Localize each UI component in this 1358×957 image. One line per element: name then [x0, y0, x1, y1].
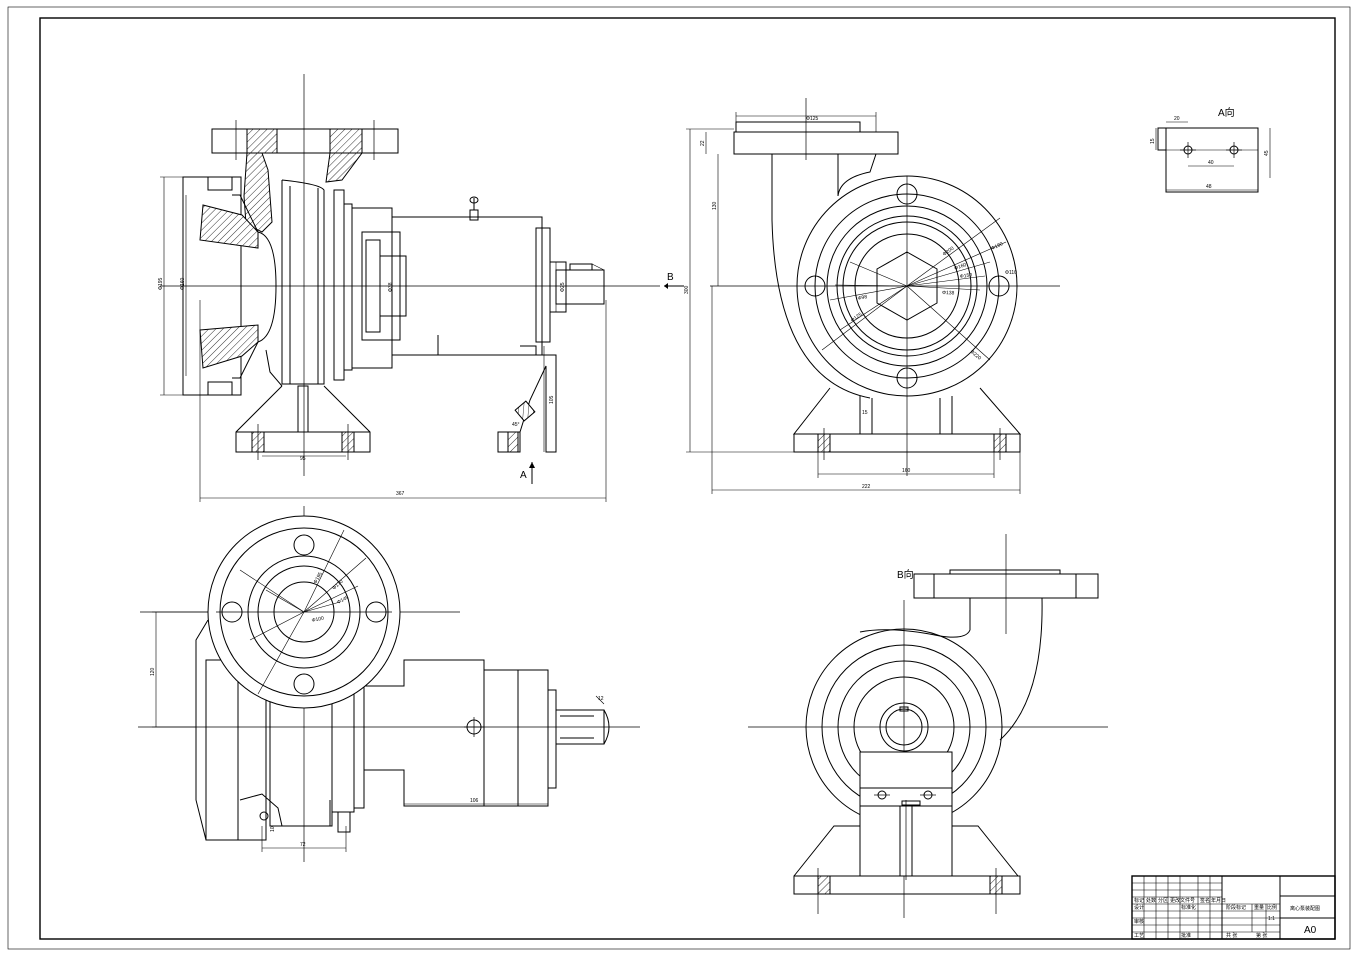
tb-drawing-name: 离心泵装配图	[1290, 905, 1320, 912]
dim-side-height: 300	[684, 285, 690, 294]
dim-bracket-angle: 45°	[512, 422, 520, 428]
tb-row2-0: 审核	[1134, 918, 1144, 925]
tb-row1-4: 阶段标记	[1226, 904, 1246, 911]
tb-scale: 1:1	[1268, 916, 1275, 922]
title-block: 标记 处数 分区 更改文件号 签名 年月日 设计 标准化 阶段标记 重量 比例 …	[1131, 875, 1336, 940]
dim-flange-outer: Φ195	[158, 277, 164, 290]
main-section-view: 367 95 Φ195 Φ160 105 45° Φ25 Φ38 A B	[158, 74, 684, 502]
outer-border	[7, 6, 1351, 950]
dim-shaft-key: 12	[598, 696, 604, 702]
dim-flange-inner: Φ160	[180, 277, 186, 290]
plan-radius-2: Φ145	[336, 595, 350, 606]
tb-row3-4: 共 张	[1226, 932, 1237, 939]
dim-foot-spacing-main: 95	[300, 456, 306, 462]
dim-plan-body: 106	[470, 798, 479, 804]
dim-view-a-height: 45	[1264, 150, 1270, 156]
section-a-label: A	[520, 470, 527, 481]
tb-row1-2: 标准化	[1181, 904, 1196, 911]
dim-side-foot: 160	[902, 468, 911, 474]
dim-side-width: 222	[862, 484, 871, 490]
dim-shaft-dia: Φ25	[560, 282, 566, 292]
view-b: B向	[748, 534, 1108, 918]
tb-row3-5: 第 张	[1256, 932, 1267, 939]
plan-view: Φ195 Φ170 Φ145 Φ100 120 72 106 12 10	[138, 506, 640, 862]
dim-plan-foot: 72	[300, 842, 306, 848]
plan-radius-0: Φ195	[313, 571, 324, 585]
dim-view-a-spacing: 40	[1208, 160, 1214, 166]
dim-plan-hole: 10	[270, 826, 276, 832]
tb-header-1: 处数	[1146, 897, 1156, 904]
view-a-detail: A向 20 40 48 45 15	[1150, 106, 1271, 193]
dim-view-a-top: 20	[1174, 116, 1180, 122]
tb-header-3: 更改文件号	[1170, 897, 1195, 904]
dim-main-length: 367	[396, 491, 405, 497]
tb-header-5: 年月日	[1211, 897, 1226, 904]
dim-plan-height: 120	[150, 667, 156, 676]
tb-row1-0: 设计	[1134, 904, 1144, 911]
dim-bracket-height: 105	[549, 395, 555, 404]
dim-side-top: 130	[712, 201, 718, 210]
side-radius-2: Φ160	[954, 262, 968, 272]
dim-side-flange-thk: 22	[700, 140, 706, 146]
tb-header-0: 标记	[1134, 897, 1144, 904]
dim-seal-dia: Φ38	[388, 282, 394, 292]
plan-radius-3: Φ100	[311, 615, 325, 623]
tb-sheet-size: A0	[1304, 925, 1317, 936]
dim-view-a-left: 15	[1150, 138, 1156, 144]
tb-row3-2: 批准	[1181, 932, 1191, 939]
section-b-label: B	[667, 272, 674, 283]
tb-header-2: 分区	[1158, 897, 1168, 904]
dim-base-gap: 15	[862, 410, 868, 416]
tb-row1-5: 重量	[1254, 904, 1264, 911]
side-radius-4: Φ138	[942, 290, 955, 296]
tb-row1-6: 比例	[1267, 904, 1277, 911]
inner-border	[39, 17, 1336, 940]
tb-row3-0: 工艺	[1134, 933, 1144, 939]
side-radius-3: Φ150	[959, 272, 972, 280]
side-radius-7: Φ98	[857, 294, 868, 302]
dim-view-a-width: 48	[1206, 184, 1212, 190]
side-radius-6: Φ110	[1005, 270, 1017, 276]
side-radius-5: Φ125	[850, 312, 864, 324]
view-b-label: B向	[897, 568, 914, 581]
side-view: Φ200 Φ180 Φ160 Φ150 Φ138 Φ125 Φ110 Φ98 Φ…	[684, 98, 1060, 494]
view-a-label: A向	[1218, 106, 1235, 119]
tb-header-4: 签名	[1200, 897, 1210, 904]
dim-side-flange-width: Φ125	[806, 116, 819, 122]
side-radius-1: Φ180	[990, 241, 1004, 252]
